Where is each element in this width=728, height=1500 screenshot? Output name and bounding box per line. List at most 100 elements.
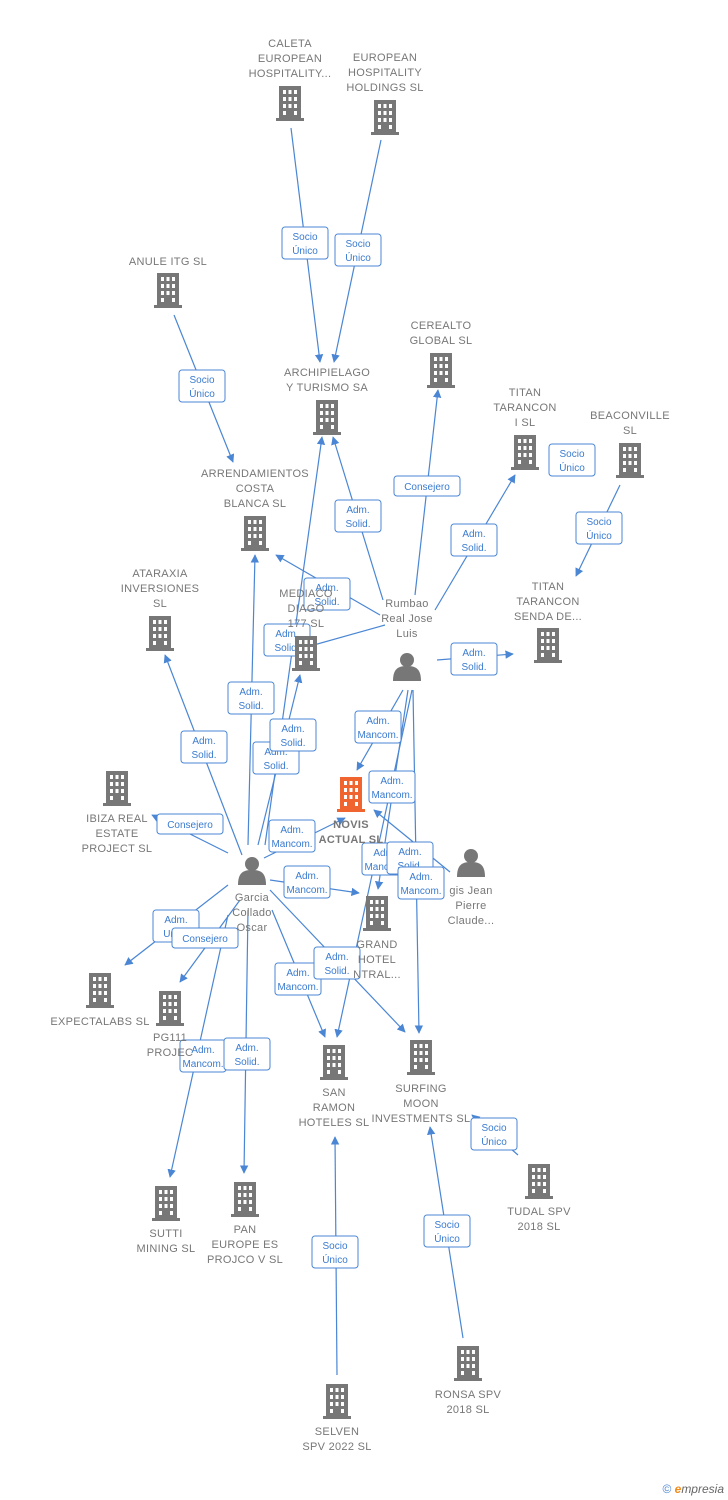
relation-badge-text: Socio bbox=[189, 375, 214, 386]
relation-badge-garcia-ataraxia[interactable]: Adm.Solid. bbox=[180, 730, 228, 764]
node-label: PROJCO V SL bbox=[207, 1254, 283, 1266]
relation-badge-garcia-archipielago[interactable]: Adm.Solid. bbox=[269, 718, 317, 752]
relation-badge-louis-novis[interactable]: Adm.Mancom. bbox=[397, 866, 445, 900]
relation-badge-box bbox=[575, 511, 623, 545]
node-anule[interactable]: ANULE ITG SL bbox=[129, 256, 207, 308]
relation-badge-rumbao-cerealto[interactable]: Consejero bbox=[393, 475, 461, 497]
relation-badge-garcia-pg111[interactable]: Consejero bbox=[171, 927, 239, 949]
building-icon bbox=[454, 1346, 482, 1381]
node-label: PROJECT SL bbox=[82, 843, 153, 855]
relation-badge-garcia-novis[interactable]: Adm.Mancom. bbox=[268, 819, 316, 853]
relation-badge-text: Socio bbox=[345, 239, 370, 250]
relation-badge-rumbao-grandhotel[interactable]: Adm.Mancom. bbox=[368, 770, 416, 804]
node-expectalabs[interactable]: EXPECTALABS SL bbox=[50, 973, 149, 1028]
node-label: EXPECTALABS SL bbox=[50, 1016, 149, 1028]
relation-badge-text: Único bbox=[481, 1135, 507, 1148]
relation-badge-text: Solid. bbox=[191, 750, 216, 761]
node-label: Pierre bbox=[455, 900, 486, 912]
relation-badge-garcia-ibiza[interactable]: Consejero bbox=[156, 813, 224, 835]
node-label: HOTELES SL bbox=[299, 1117, 370, 1129]
node-grandhotel[interactable]: GRANDHOTELNTRAL... bbox=[353, 896, 401, 981]
relation-badge-text: Solid. bbox=[234, 1057, 259, 1068]
relation-badge-text: Mancom. bbox=[277, 982, 318, 993]
node-label: Luis bbox=[396, 628, 418, 640]
relation-badge-rumbao-arrendamientos[interactable]: Adm.Solid. bbox=[303, 577, 351, 611]
node-label: SELVEN bbox=[315, 1426, 359, 1438]
relation-badge-box bbox=[334, 233, 382, 267]
relation-badge-box bbox=[313, 946, 361, 980]
relation-badge-rumbao-titan1[interactable]: Adm.Solid. bbox=[450, 523, 498, 557]
relation-badge-box bbox=[281, 226, 329, 260]
footer-brand[interactable]: © empresia bbox=[662, 1482, 724, 1496]
building-icon bbox=[323, 1384, 351, 1419]
relation-badge-rumbao-archipielago[interactable]: Adm.Solid. bbox=[334, 499, 382, 533]
node-label: SUTTI bbox=[149, 1228, 182, 1240]
node-label: EUROPE ES bbox=[212, 1239, 279, 1251]
person-icon bbox=[457, 849, 485, 877]
node-label: RAMON bbox=[313, 1102, 355, 1114]
node-label: PG111 bbox=[153, 1032, 187, 1044]
brand-logo-e: e bbox=[674, 1482, 682, 1496]
building-icon bbox=[241, 516, 269, 551]
node-louis[interactable]: gis JeanPierreClaude... bbox=[448, 849, 495, 927]
relation-badge-text: Socio bbox=[586, 517, 611, 528]
building-icon bbox=[152, 1186, 180, 1221]
relation-badge-box bbox=[156, 813, 224, 835]
node-label: I SL bbox=[515, 417, 536, 429]
relation-badge-garcia-pan[interactable]: Adm.Solid. bbox=[223, 1037, 271, 1071]
relation-badge-box bbox=[311, 1235, 359, 1269]
relation-badge-rumbao-novis[interactable]: Adm.Mancom. bbox=[354, 710, 402, 744]
relation-badge-text: Adm. bbox=[275, 629, 298, 640]
relation-badge-text: Adm. bbox=[462, 648, 485, 659]
node-caleta[interactable]: CALETAEUROPEANHOSPITALITY... bbox=[249, 38, 332, 121]
node-label: SURFING bbox=[395, 1083, 447, 1095]
node-label: CALETA bbox=[268, 38, 312, 50]
building-icon bbox=[313, 400, 341, 435]
node-label: Y TURISMO SA bbox=[286, 382, 368, 394]
node-label: ESTATE bbox=[96, 828, 139, 840]
relation-badge-box bbox=[268, 819, 316, 853]
relation-badge-text: Socio bbox=[292, 232, 317, 243]
relation-badge-box bbox=[269, 718, 317, 752]
node-label: HOSPITALITY... bbox=[249, 68, 332, 80]
node-label: ATARAXIA bbox=[132, 568, 188, 580]
node-label: INVESTMENTS SL bbox=[372, 1113, 471, 1125]
relation-badge-garcia-arrendamientos[interactable]: Adm.Solid. bbox=[227, 681, 275, 715]
relation-badge-text: Socio bbox=[559, 449, 584, 460]
relation-badge-garcia-grandhotel[interactable]: Adm.Mancom. bbox=[283, 865, 331, 899]
relation-badge-text: Único bbox=[345, 251, 371, 264]
relation-badge-rumbao-titansenda[interactable]: Adm.Solid. bbox=[450, 642, 498, 676]
node-label: MEDIACO bbox=[279, 588, 333, 600]
relation-badge-garcia-surfing[interactable]: Adm.Solid. bbox=[313, 946, 361, 980]
building-icon bbox=[276, 86, 304, 121]
